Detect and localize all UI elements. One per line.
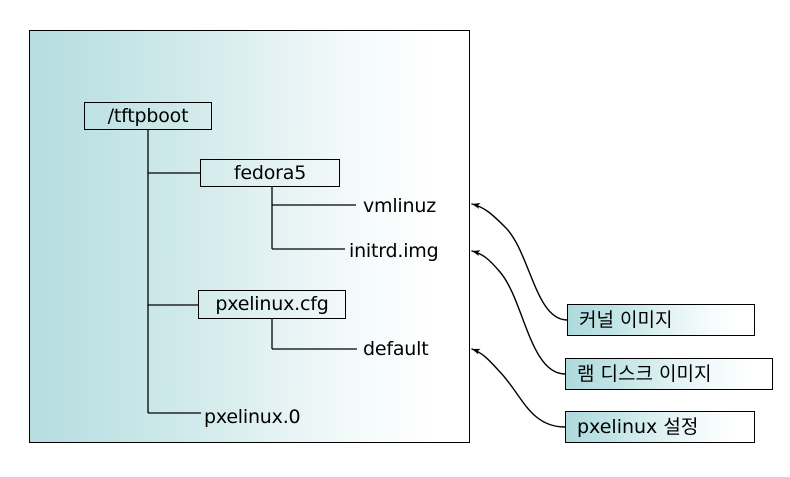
tree-leaf-vmlinuz: vmlinuz	[363, 195, 436, 217]
tree-leaf-pxelinux-0: pxelinux.0	[204, 406, 301, 428]
tree-node-pxelinux-cfg[interactable]: pxelinux.cfg	[198, 290, 346, 319]
tree-node-tftpboot[interactable]: /tftpboot	[84, 102, 212, 130]
arrow-pxelinux-config-to-default	[471, 348, 566, 428]
annotation-pxelinux-config[interactable]: pxelinux 설정	[565, 411, 755, 443]
tree-node-fedora5[interactable]: fedora5	[200, 159, 340, 187]
annotation-ramdisk-image[interactable]: 램 디스크 이미지	[565, 358, 773, 390]
tree-leaf-initrd-img: initrd.img	[349, 240, 439, 262]
annotation-kernel-image[interactable]: 커널 이미지	[567, 304, 755, 336]
tree-leaf-default: default	[363, 338, 429, 360]
arrow-kernel-image-to-vmlinuz	[471, 203, 568, 321]
tftpboot-directory-container	[29, 30, 470, 443]
arrow-ramdisk-image-to-initrd	[471, 250, 566, 375]
